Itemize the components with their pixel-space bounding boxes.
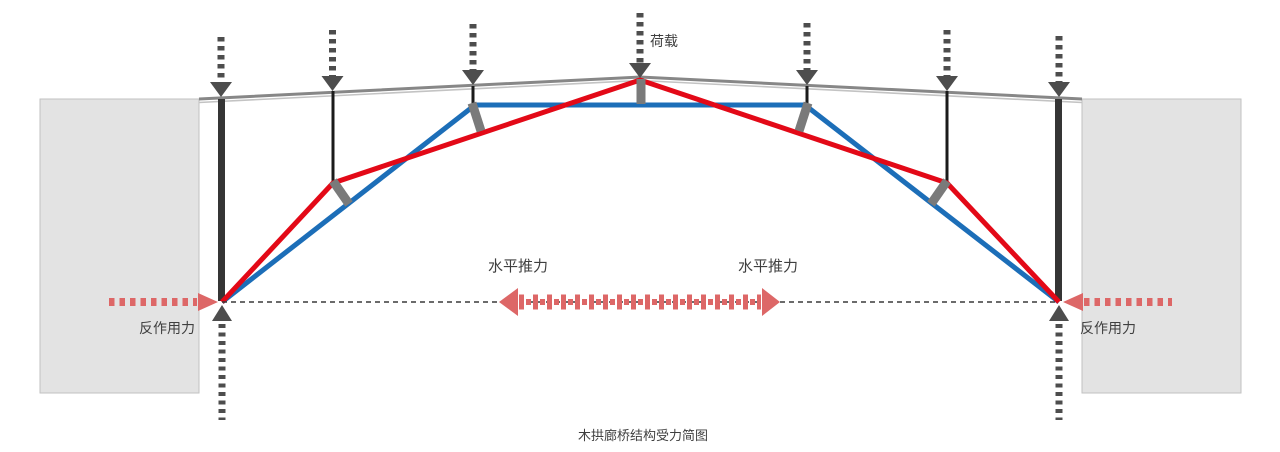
thrust-label-right: 水平推力 — [738, 257, 798, 275]
load-arrow-head — [462, 70, 484, 85]
load-arrow-head — [321, 76, 344, 91]
up-arrow-head — [212, 305, 232, 321]
load-arrow-head — [796, 70, 818, 85]
reaction-arrowhead — [198, 293, 218, 311]
left-abutment — [39, 98, 200, 394]
horizontal-thrust-arrow — [499, 288, 780, 316]
diagram-caption: 木拱廊桥结构受力简图 — [578, 428, 708, 444]
thrust-arrowhead-left — [499, 288, 518, 316]
up-arrow-head — [1049, 305, 1069, 321]
load-label: 荷载 — [650, 34, 678, 50]
reaction-label-left: 反作用力 — [139, 321, 195, 337]
red-arch-polyline — [220, 77, 1061, 304]
reaction-label-right: 反作用力 — [1080, 321, 1136, 337]
reaction-arrow-left — [109, 293, 218, 311]
shear-block-right-outer — [927, 178, 951, 207]
support-up-arrow-left — [212, 305, 232, 420]
load-arrows — [210, 13, 1070, 97]
right-abutment — [1081, 98, 1242, 394]
shear-block-left-outer — [329, 178, 353, 207]
load-arrow-head — [629, 63, 651, 78]
reaction-arrow-right — [1063, 293, 1172, 311]
load-arrow-head — [1048, 82, 1070, 97]
shear-block-right-inner — [794, 101, 813, 133]
shear-block-left-inner — [467, 101, 486, 133]
thrust-arrowhead-right — [762, 288, 780, 316]
load-arrow-head — [210, 82, 232, 97]
support-up-arrow-right — [1049, 305, 1069, 420]
reaction-arrowhead — [1063, 293, 1083, 311]
load-arrow-head — [936, 76, 958, 91]
thrust-label-left: 水平推力 — [488, 257, 548, 275]
